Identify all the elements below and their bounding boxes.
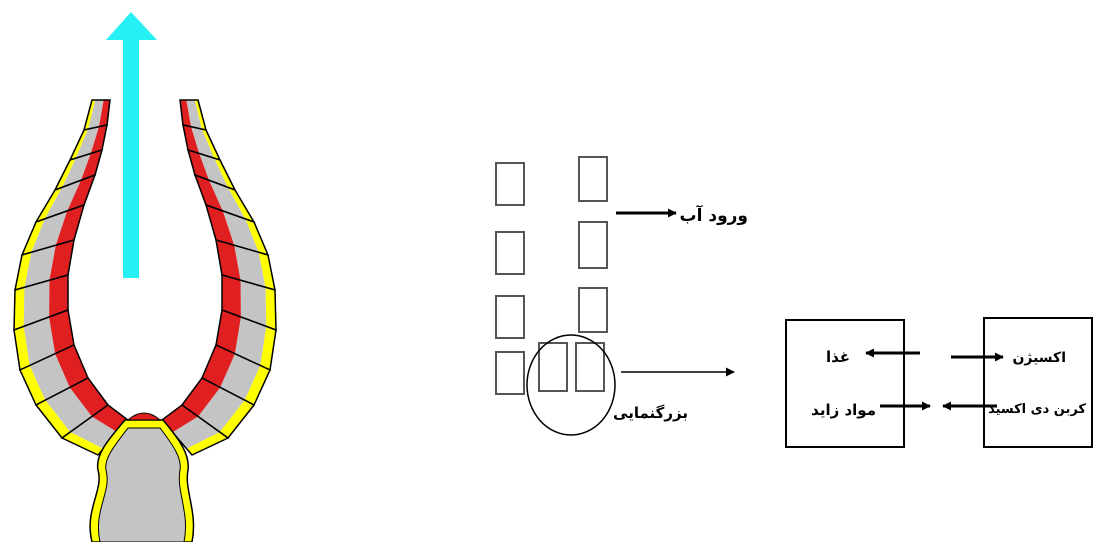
- cell-grid: [495, 156, 608, 395]
- sponge-base: [89, 412, 195, 542]
- wall-cell: [14, 238, 75, 292]
- wall-cell: [215, 238, 276, 292]
- wall-cell: [19, 343, 89, 407]
- waste-label: مواد زاید: [811, 401, 876, 419]
- cell-box: [578, 156, 608, 202]
- wall-cell: [20, 203, 86, 257]
- cell-box: [495, 351, 525, 395]
- cell-box: [578, 287, 608, 333]
- magnification-circle: [526, 334, 616, 436]
- wall-cell: [13, 308, 75, 372]
- environment-box-right: [983, 317, 1093, 448]
- wall-cell: [160, 404, 230, 456]
- cell-box: [495, 295, 525, 339]
- water-flow-arrow: [106, 12, 157, 278]
- wall-cell: [53, 148, 104, 192]
- sponge-body-illustration: [13, 12, 277, 542]
- wall-cell: [13, 274, 69, 332]
- cell-box: [495, 162, 525, 206]
- body-wall-cells: [13, 99, 277, 456]
- food-label: غذا: [826, 348, 850, 366]
- cell-box: [578, 221, 608, 269]
- wall-cell: [193, 173, 256, 224]
- water-inlet-label: ورود آب: [680, 204, 748, 226]
- wall-cell: [34, 377, 110, 440]
- carbon-dioxide-label: کربن دی اکسید: [988, 402, 1086, 417]
- cell-box: [575, 342, 605, 392]
- cell-box-left: [785, 319, 905, 448]
- magnification-label: بزرگنمایی: [613, 404, 688, 422]
- wall-cell: [215, 308, 277, 372]
- wall-cell: [182, 124, 222, 162]
- oxygen-label: اکسیژن: [1012, 350, 1066, 366]
- wall-cell: [201, 343, 271, 407]
- cell-box: [538, 342, 568, 392]
- wall-cell: [221, 274, 277, 332]
- cell-box: [495, 231, 525, 275]
